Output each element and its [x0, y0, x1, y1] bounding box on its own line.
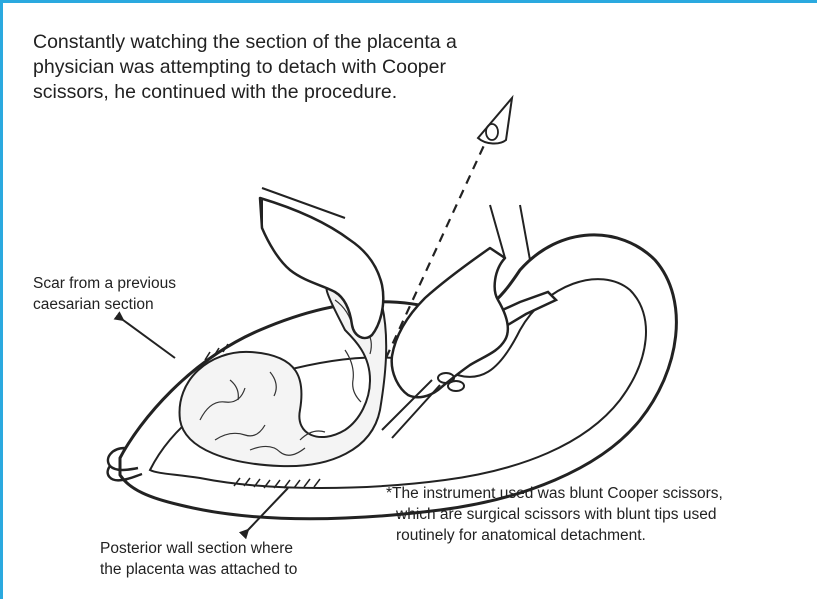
instrument-note: *The instrument used was blunt Cooper sc…: [386, 483, 806, 546]
note-line: which are surgical scissors with blunt t…: [386, 504, 806, 525]
scar-label-line: Scar from a previous: [33, 273, 263, 294]
caption-line: physician was attempting to detach with …: [33, 55, 573, 80]
right-hand: [392, 248, 508, 397]
posterior-label-line: the placenta was attached to: [100, 559, 360, 580]
note-line: *The instrument used was blunt Cooper sc…: [386, 483, 806, 504]
posterior-label-line: Posterior wall section where: [100, 538, 360, 559]
scar-arrow: [123, 320, 175, 358]
scar-label: Scar from a previous caesarian section: [33, 273, 263, 315]
left-hand: [260, 198, 383, 338]
caption: Constantly watching the section of the p…: [33, 30, 573, 105]
posterior-wall-label: Posterior wall section where the placent…: [100, 538, 360, 580]
cervix: [108, 448, 142, 480]
note-line: routinely for anatomical detachment.: [386, 525, 806, 546]
caption-line: Constantly watching the section of the p…: [33, 30, 573, 55]
scar-label-line: caesarian section: [33, 294, 263, 315]
posterior-arrow: [248, 488, 288, 530]
caption-line: scissors, he continued with the procedur…: [33, 80, 573, 105]
